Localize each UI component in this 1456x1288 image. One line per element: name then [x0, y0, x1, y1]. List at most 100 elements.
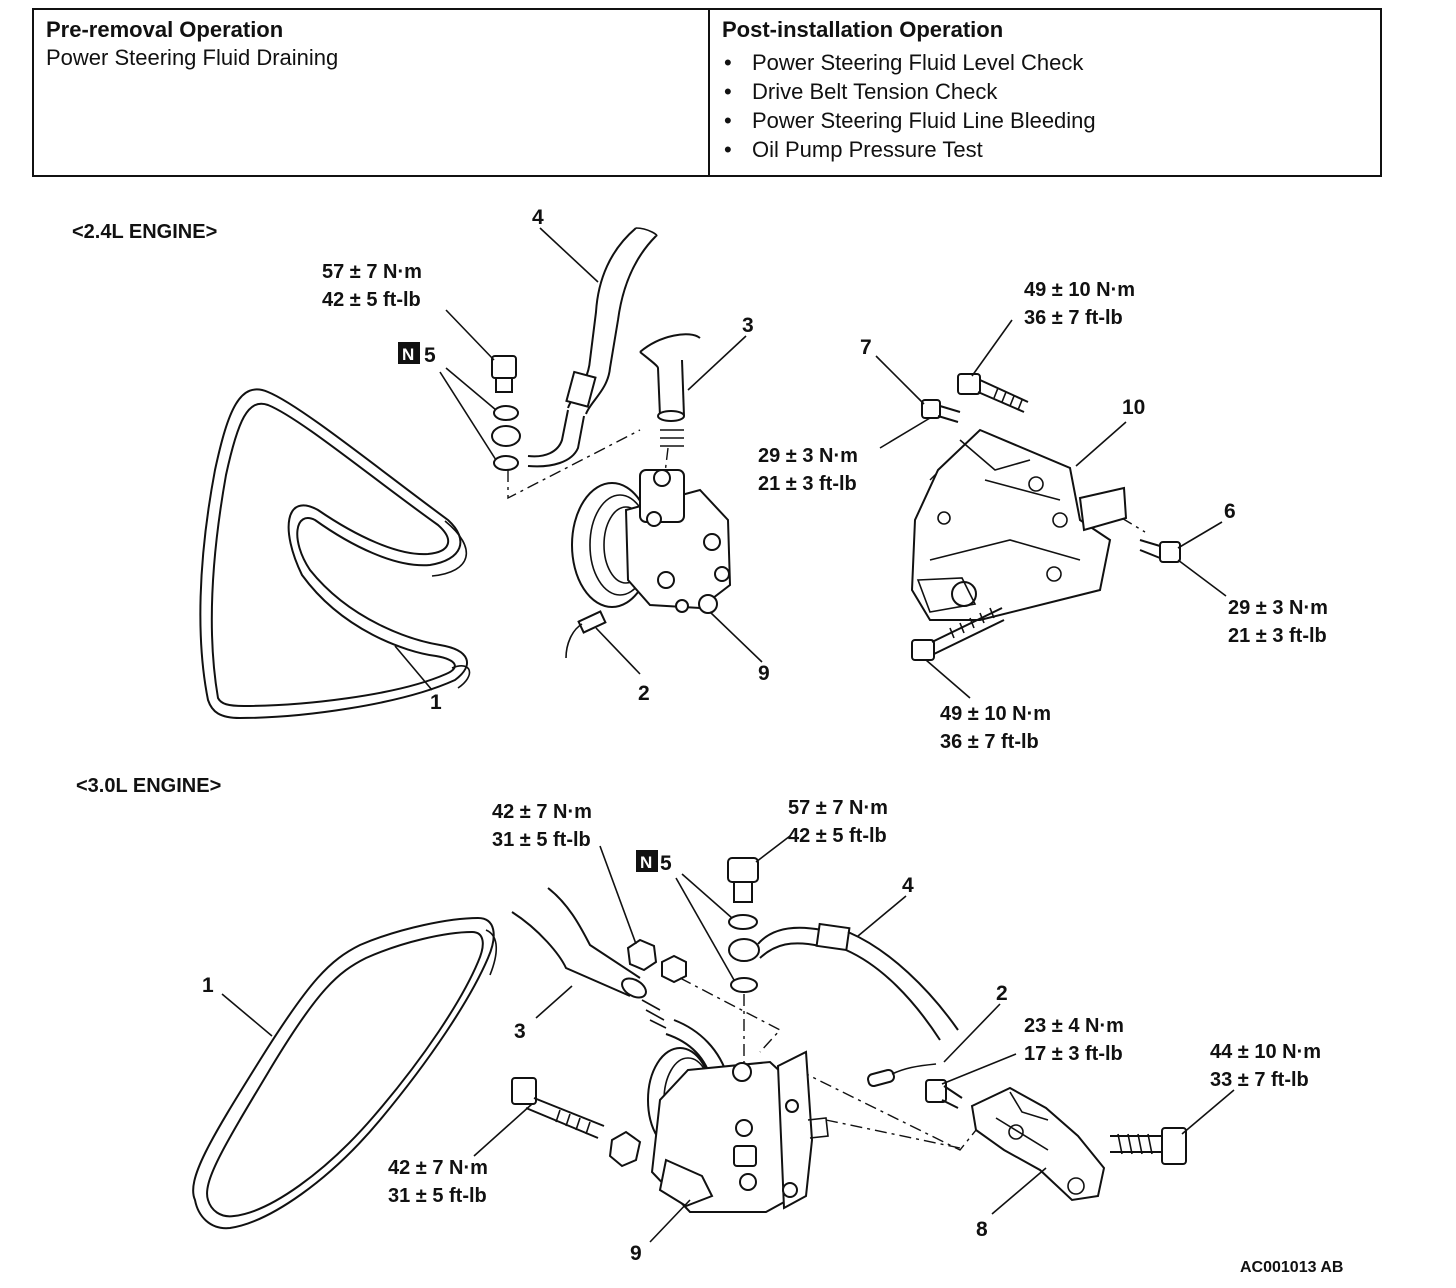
leader-5b-24 — [439, 371, 497, 461]
post-installation-list: Power Steering Fluid Level Check Drive B… — [722, 48, 1368, 164]
leader-banjo-24 — [445, 309, 495, 361]
torque-banjo-ftlb-30: 42 ± 5 ft-lb — [788, 825, 887, 847]
long-bolt-30 — [511, 1077, 642, 1168]
torque-lower-ftlb-24: 36 ± 7 ft-lb — [940, 731, 1039, 753]
leader-nut-30 — [599, 845, 637, 945]
torque-banjo-ftlb-24: 42 ± 5 ft-lb — [322, 289, 421, 311]
engine-30-title: <3.0L ENGINE> — [76, 775, 221, 797]
bracket-bolt-30 — [925, 1079, 963, 1109]
label-10-24: 10 — [1122, 396, 1145, 419]
label-7-24: 7 — [860, 336, 872, 359]
leader-9-30 — [649, 1199, 691, 1243]
list-item: Power Steering Fluid Line Bleeding — [722, 106, 1368, 135]
eye-bolt-24 — [491, 355, 521, 471]
pre-removal-column: Pre-removal Operation Power Steering Flu… — [34, 10, 710, 175]
bolt-6-24 — [1139, 539, 1181, 563]
label-5-30: 5 — [660, 852, 672, 875]
torque-bolt7-nm-24: 29 ± 3 N·m — [758, 445, 858, 467]
label-4-24: 4 — [532, 206, 544, 229]
leader-upper-24 — [971, 319, 1013, 377]
label-2-30: 2 — [996, 982, 1008, 1005]
oil-pump-24 — [571, 469, 732, 614]
n-badge-30 — [636, 850, 658, 872]
drive-belt-24 — [199, 388, 471, 720]
torque-lower-nm-24: 49 ± 10 N·m — [940, 703, 1051, 725]
align-line-24a — [507, 429, 641, 500]
torque-bracket-nm-30: 23 ± 4 N·m — [1024, 1015, 1124, 1037]
right-bolt-30 — [1110, 1127, 1187, 1165]
torque-long-ftlb-30: 31 ± 5 ft-lb — [388, 1185, 487, 1207]
label-1-30: 1 — [202, 974, 214, 997]
bracket-30 — [970, 1086, 1106, 1202]
torque-banjo-nm-24: 57 ± 7 N·m — [322, 261, 422, 283]
leader-1-30 — [221, 993, 273, 1037]
label-9-30: 9 — [630, 1242, 642, 1265]
label-5-24: 5 — [424, 344, 436, 367]
return-hose-30 — [511, 887, 729, 1083]
leader-1-24 — [394, 645, 433, 691]
leader-bolt7-24 — [879, 417, 931, 449]
leader-6-24 — [1177, 521, 1223, 549]
label-9-24: 9 — [758, 662, 770, 685]
leader-banjo-30 — [755, 835, 791, 863]
leader-5a-24 — [445, 367, 497, 411]
operation-table: Pre-removal Operation Power Steering Flu… — [32, 8, 1382, 177]
list-item: Power Steering Fluid Level Check — [722, 48, 1368, 77]
torque-nut-ftlb-30: 31 ± 5 ft-lb — [492, 829, 591, 851]
torque-bolt6-nm-24: 29 ± 3 N·m — [1228, 597, 1328, 619]
n-badge-text-30: N — [640, 853, 652, 872]
leader-9-24 — [709, 611, 763, 663]
post-installation-column: Post-installation Operation Power Steeri… — [710, 10, 1380, 175]
leader-bolt6-24 — [1177, 559, 1227, 597]
pressure-switch-connector-24 — [565, 610, 607, 659]
torque-right-ftlb-30: 33 ± 7 ft-lb — [1210, 1069, 1309, 1091]
leader-3-30 — [535, 985, 573, 1019]
leader-7-24 — [875, 355, 925, 405]
list-item: Oil Pump Pressure Test — [722, 135, 1368, 164]
upper-bolt-24 — [957, 373, 1029, 413]
pressure-hose-24 — [527, 227, 658, 468]
pump-bracket-24 — [910, 428, 1128, 621]
post-installation-heading: Post-installation Operation — [722, 17, 1004, 42]
torque-upper-nm-24: 49 ± 10 N·m — [1024, 279, 1135, 301]
label-4-30: 4 — [902, 874, 914, 897]
label-8-30: 8 — [976, 1218, 988, 1241]
torque-banjo-nm-30: 57 ± 7 N·m — [788, 797, 888, 819]
leader-5b-30 — [675, 877, 735, 981]
hose-nuts-30 — [626, 938, 687, 984]
torque-bolt7-ftlb-24: 21 ± 3 ft-lb — [758, 473, 857, 495]
leader-rightbolt-30 — [1181, 1089, 1235, 1135]
pressure-switch-connector-30 — [867, 1063, 937, 1088]
leader-2-24 — [595, 627, 641, 675]
label-1-24: 1 — [430, 691, 442, 714]
drive-belt-30 — [192, 916, 498, 1230]
align-line-30c — [797, 1069, 993, 1151]
leader-4-30 — [857, 895, 907, 937]
torque-upper-ftlb-24: 36 ± 7 ft-lb — [1024, 307, 1123, 329]
engine-30-section: <3.0L ENGINE> 1 3 42 ± 7 N·m 31 ± 5 ft-l… — [76, 775, 1321, 1265]
label-2-24: 2 — [638, 682, 650, 705]
label-3-30: 3 — [514, 1020, 526, 1043]
leader-8-30 — [991, 1167, 1047, 1215]
leader-2-30 — [943, 1003, 1001, 1063]
lower-bolt-24 — [911, 607, 1005, 661]
pre-removal-heading: Pre-removal Operation — [46, 17, 284, 42]
return-hose-24 — [639, 333, 701, 447]
engine-24-section: <2.4L ENGINE> 1 4 — [72, 206, 1328, 753]
torque-bolt6-ftlb-24: 21 ± 3 ft-lb — [1228, 625, 1327, 647]
leader-3-24 — [687, 335, 747, 391]
torque-right-nm-30: 44 ± 10 N·m — [1210, 1041, 1321, 1063]
label-3-24: 3 — [742, 314, 754, 337]
torque-bracket-ftlb-30: 17 ± 3 ft-lb — [1024, 1043, 1123, 1065]
pressure-hose-30 — [757, 922, 959, 1041]
engine-24-title: <2.4L ENGINE> — [72, 221, 217, 243]
n-badge-24 — [398, 342, 420, 364]
torque-long-nm-30: 42 ± 7 N·m — [388, 1157, 488, 1179]
leader-longbolt-30 — [473, 1103, 533, 1157]
figure-code: AC001013 AB — [1240, 1259, 1343, 1276]
leader-10-24 — [1075, 421, 1127, 467]
leader-5a-30 — [681, 873, 733, 919]
oil-pump-30 — [647, 1047, 829, 1213]
eye-bolt-30 — [727, 857, 760, 993]
